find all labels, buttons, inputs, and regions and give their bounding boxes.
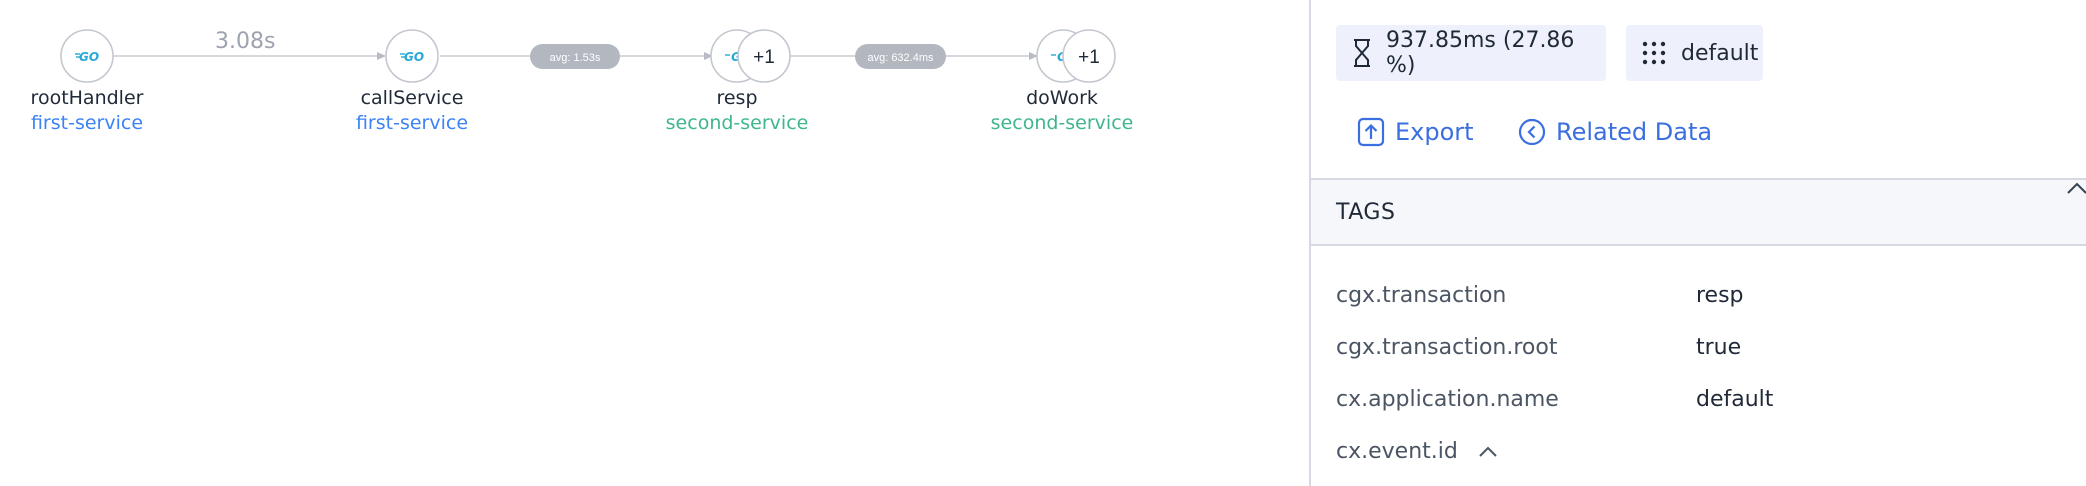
tag-value: default <box>1696 387 1774 412</box>
upload-arrow-icon <box>1357 117 1395 147</box>
span-details-panel: 937.85ms (27.86 %) default <box>1309 0 2086 486</box>
application-label: default <box>1681 40 1759 66</box>
edge-duration-label: 3.08s <box>215 29 276 54</box>
node-callservice[interactable]: GO <box>385 29 439 83</box>
svg-text:GO: GO <box>79 50 99 64</box>
edge-avg-label: avg: 1.53s <box>550 52 601 64</box>
tag-key: cx.application.name <box>1336 387 1559 412</box>
node-name[interactable]: resp <box>716 87 758 109</box>
go-logo-icon: G <box>725 50 741 64</box>
duration-label: 937.85ms (27.86 %) <box>1386 28 1575 78</box>
hourglass-icon <box>1352 38 1372 68</box>
node-resp[interactable]: G +1 <box>710 29 791 83</box>
circle-chevron-left-icon <box>1518 118 1556 146</box>
tag-value: resp <box>1696 283 1744 308</box>
edge-avg-pill[interactable]: avg: 632.4ms <box>855 44 946 69</box>
export-label: Export <box>1395 118 1474 146</box>
node-roothandler[interactable]: GO <box>60 29 114 83</box>
svg-text:G: G <box>731 50 741 64</box>
tag-key: cgx.transaction <box>1336 283 1507 308</box>
chevron-up-icon[interactable] <box>1478 444 1498 463</box>
duration-chip: 937.85ms (27.86 %) <box>1336 25 1606 81</box>
tag-row-expandable[interactable]: cx.event.id <box>1311 432 2086 472</box>
node-service: first-service <box>30 112 144 134</box>
edge-avg-pill[interactable]: avg: 1.53s <box>530 44 620 69</box>
tag-key: cgx.transaction.root <box>1336 335 1558 360</box>
node-name[interactable]: doWork <box>1026 87 1098 109</box>
svg-text:G: G <box>1057 50 1067 64</box>
go-logo-icon: GO <box>75 50 99 64</box>
tags-section-header[interactable]: TAGS <box>1311 178 2086 246</box>
edge-avg-label: avg: 632.4ms <box>867 52 934 64</box>
node-name[interactable]: rootHandler <box>30 87 144 109</box>
node-name[interactable]: callService <box>360 87 464 109</box>
node-service: second-service <box>665 112 809 134</box>
tags-title: TAGS <box>1336 199 1396 225</box>
scrolled-content-remnant <box>1336 0 1636 2</box>
go-logo-icon: G <box>1051 50 1067 64</box>
tag-key: cx.event.id <box>1336 439 1458 464</box>
node-count-badge: +1 <box>753 47 775 68</box>
node-service: second-service <box>990 112 1134 134</box>
tag-row: cgx.transaction resp <box>1311 276 2086 316</box>
svg-text:GO: GO <box>404 50 424 64</box>
tag-value: true <box>1696 335 1742 360</box>
flow-canvas: avg: 1.53s avg: 632.4ms GO GO <box>60 29 1116 83</box>
tag-row: cx.application.name default <box>1311 380 2086 420</box>
tag-row: cgx.transaction.root true <box>1311 328 2086 368</box>
related-data-label: Related Data <box>1556 118 1713 146</box>
related-data-button[interactable]: Related Data <box>1518 112 1712 152</box>
trace-flow-graph: avg: 1.53s avg: 632.4ms GO GO <box>30 29 1134 134</box>
node-service: first-service <box>355 112 469 134</box>
node-count-badge: +1 <box>1078 47 1100 68</box>
export-button[interactable]: Export <box>1357 112 1474 152</box>
node-dowork[interactable]: G +1 <box>1036 29 1116 83</box>
application-chip: default <box>1626 25 1763 81</box>
go-logo-icon: GO <box>400 50 424 64</box>
grid-dots-icon <box>1642 41 1666 65</box>
